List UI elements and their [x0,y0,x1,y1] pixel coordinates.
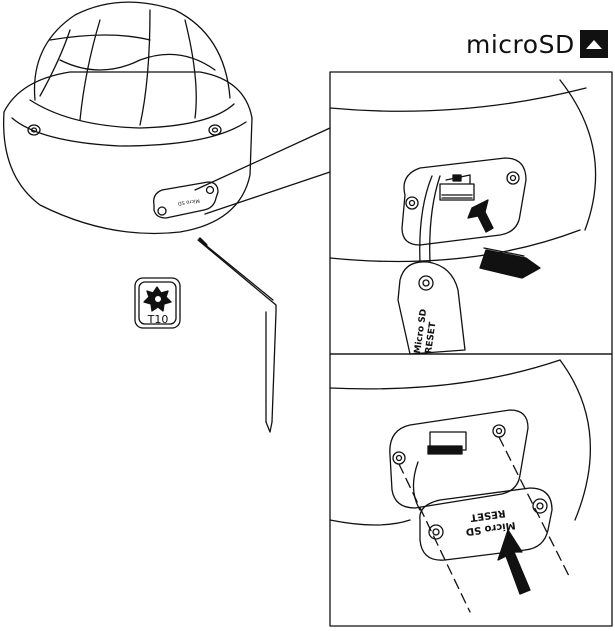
torx-driver [197,237,277,433]
hanging-cover-label-2: RESET [424,321,438,355]
microsd-title: microSD [466,30,575,59]
small-cover-label: Micro SD [177,197,200,206]
triangle-up-icon [580,30,608,58]
zoom-panel-attach-cover: Micro SD RESET [329,353,613,627]
tool-label: T10 [147,313,169,326]
zoom-panel-insert-card: Micro SD RESET [329,71,613,355]
dome-camera: Micro SD [2,1,253,235]
cover-label-reset: RESET [469,507,506,523]
torx-star-icon [134,277,181,329]
